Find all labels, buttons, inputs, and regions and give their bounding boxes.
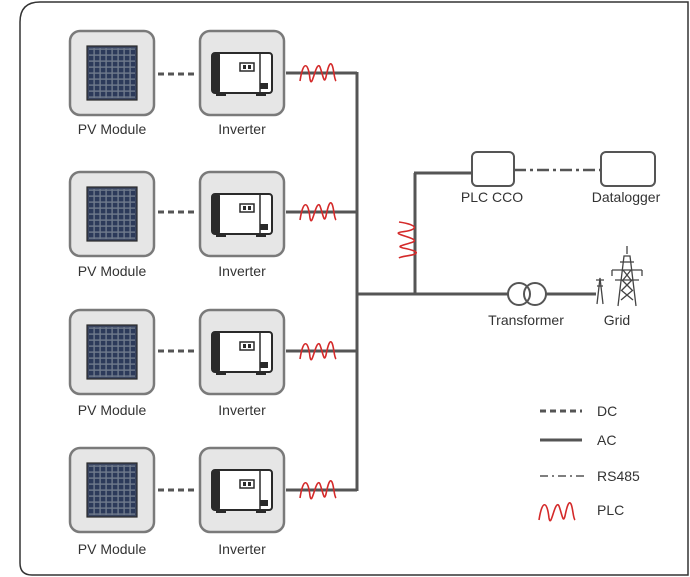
pv-module-label-3: PV Module <box>77 402 147 418</box>
datalogger-box <box>600 151 656 187</box>
pv-module-1 <box>68 29 156 117</box>
grid-tower-icon <box>596 246 643 307</box>
pv-module-label-1: PV Module <box>77 121 147 137</box>
pv-module-2 <box>68 170 156 258</box>
pv-module-4 <box>68 446 156 534</box>
legend-plc-label: PLC <box>597 502 625 518</box>
grid-label: Grid <box>603 312 631 328</box>
pv-module-label-2: PV Module <box>77 263 147 279</box>
inverter-4 <box>198 446 286 534</box>
transformer-label: Transformer <box>488 312 564 328</box>
inverter-label-2: Inverter <box>218 263 266 279</box>
legend-plc-swatch <box>538 501 576 522</box>
inverter-label-3: Inverter <box>218 402 266 418</box>
legend-ac-label: AC <box>597 432 617 448</box>
pv-module-label-4: PV Module <box>77 541 147 557</box>
inverter-1 <box>198 29 286 117</box>
inverter-2 <box>198 170 286 258</box>
inverter-label-1: Inverter <box>218 121 266 137</box>
plc-cco-label: PLC CCO <box>460 189 524 205</box>
plc-cco-box <box>471 151 515 187</box>
datalogger-label: Datalogger <box>591 189 661 205</box>
inverter-label-4: Inverter <box>218 541 266 557</box>
legend-rs485-label: RS485 <box>597 468 640 484</box>
legend-dc-label: DC <box>597 403 618 419</box>
transformer-icon <box>507 282 547 306</box>
pv-module-3 <box>68 308 156 396</box>
inverter-3 <box>198 308 286 396</box>
